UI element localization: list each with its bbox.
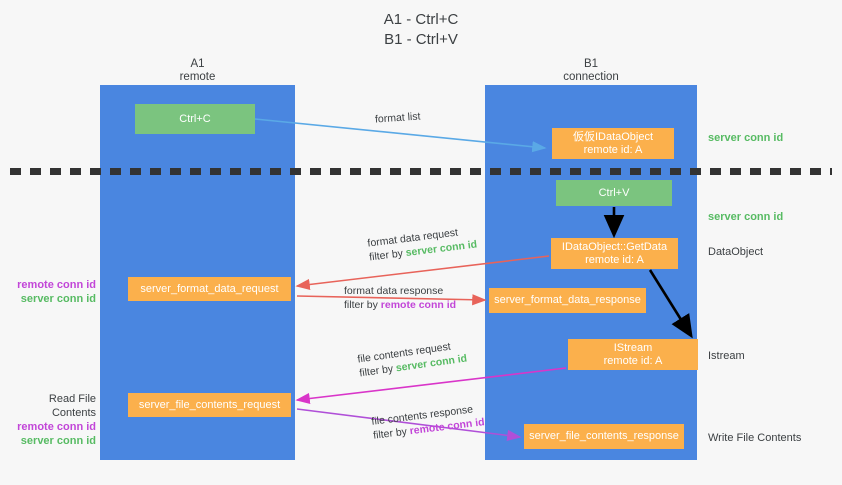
node-server-file-contents-response[interactable]: server_file_contents_response xyxy=(524,424,684,449)
diagram-title: A1 - Ctrl+C B1 - Ctrl+V xyxy=(0,10,842,50)
annotation-right-dataobject: DataObject xyxy=(708,246,764,258)
node-istream-line2: remote id: A xyxy=(603,354,663,367)
node-idataobject[interactable]: 仮仮IDataObject remote id: A xyxy=(552,128,674,159)
annotation-left-server-conn-id-2: server conn id xyxy=(20,435,96,447)
connector-file-contents-request xyxy=(295,367,567,405)
annotation-right-server-conn-id-2: server conn id xyxy=(708,211,784,223)
annotation-right-write-file-contents: Write File Contents xyxy=(708,432,802,444)
filter-highlight-remote-conn-id: remote conn id xyxy=(380,299,457,311)
annotation-left-server-conn-id-1: server conn id xyxy=(20,293,96,305)
node-idataobject-line2: remote id: A xyxy=(583,143,643,156)
connector-file-contents-response xyxy=(296,408,522,441)
node-ctrl-c-label: Ctrl+C xyxy=(179,112,211,125)
node-istream[interactable]: IStream remote id: A xyxy=(568,339,698,370)
annotation-right-server-conn-id-1: server conn id xyxy=(708,132,784,144)
node-getdata[interactable]: IDataObject::GetData remote id: A xyxy=(551,238,678,269)
annotation-left-remote-conn-id-2: remote conn id xyxy=(17,421,96,433)
annotation-left-read-file-contents: Read File Contents xyxy=(48,393,96,419)
node-server-file-contents-request[interactable]: server_file_contents_request xyxy=(128,393,291,417)
title-line-2: B1 - Ctrl+V xyxy=(384,31,458,48)
filter-prefix: filter by xyxy=(344,299,381,311)
node-ctrl-c[interactable]: Ctrl+C xyxy=(135,104,255,134)
title-line-1: A1 - Ctrl+C xyxy=(383,11,459,28)
edge-label-format-data-response-line2: filter by remote conn id xyxy=(344,298,456,312)
phase-separator xyxy=(10,168,832,175)
lane-b1-name: B1 xyxy=(583,58,599,70)
annotation-left-conn-ids-1: remote conn id server conn id xyxy=(8,278,96,306)
edge-label-format-data-response-line1: format data response xyxy=(344,285,444,297)
connector-format-list xyxy=(254,118,547,153)
node-ctrl-v-label: Ctrl+V xyxy=(598,186,630,199)
lane-a1-name: A1 xyxy=(190,58,205,70)
lane-a1-subtitle: remote xyxy=(179,71,216,83)
node-server-format-data-request-label: server_format_data_request xyxy=(140,282,279,295)
node-server-file-contents-response-label: server_file_contents_response xyxy=(529,430,679,442)
node-server-file-contents-request-label: server_file_contents_request xyxy=(138,398,281,411)
lane-b1-subtitle: connection xyxy=(563,71,619,83)
edge-label-format-data-response: format data response filter by remote co… xyxy=(344,284,456,312)
node-istream-line1: IStream xyxy=(613,341,653,354)
node-getdata-line1: IDataObject::GetData xyxy=(561,240,668,253)
node-idataobject-line1: 仮仮IDataObject xyxy=(572,130,654,143)
node-ctrl-v[interactable]: Ctrl+V xyxy=(556,180,672,206)
connector-format-data-request xyxy=(295,255,550,291)
lane-b1-header: B1 connection xyxy=(485,58,697,84)
annotation-left-remote-conn-id-1: remote conn id xyxy=(17,279,96,291)
connector-format-data-response xyxy=(296,294,487,306)
node-server-format-data-request[interactable]: server_format_data_request xyxy=(128,277,291,301)
edge-label-format-list-text: format list xyxy=(374,110,421,126)
annotation-right-istream: Istream xyxy=(708,350,745,362)
node-getdata-line2: remote id: A xyxy=(585,253,644,266)
lane-a1-header: A1 remote xyxy=(100,58,295,84)
node-server-format-data-response-label: server_format_data_response xyxy=(494,294,641,306)
node-server-format-data-response[interactable]: server_format_data_response xyxy=(489,288,646,313)
annotation-left-conn-ids-2: Read File Contents remote conn id server… xyxy=(8,392,96,448)
connector-getdata-istream xyxy=(648,269,693,339)
